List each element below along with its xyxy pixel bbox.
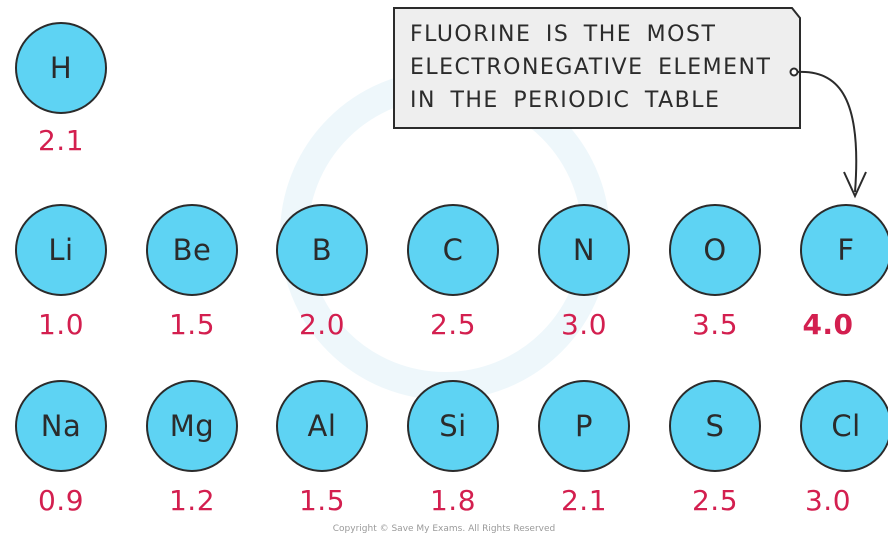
element-circle-cl: Cl xyxy=(800,380,888,472)
element-circle-mg: Mg xyxy=(146,380,238,472)
element-symbol-be: Be xyxy=(172,233,212,267)
en-value-c: 2.5 xyxy=(429,308,477,341)
element-circle-h: H xyxy=(15,22,107,114)
en-value-si: 1.8 xyxy=(429,484,477,517)
en-value-f: 4.0 xyxy=(802,308,854,341)
element-circle-n: N xyxy=(538,204,630,296)
element-symbol-si: Si xyxy=(439,409,467,443)
element-circle-o: O xyxy=(669,204,761,296)
element-symbol-n: N xyxy=(572,233,596,267)
callout-line-1: FLUORINE IS THE MOST xyxy=(410,22,717,47)
en-value-mg: 1.2 xyxy=(168,484,216,517)
element-symbol-li: Li xyxy=(48,233,74,267)
callout-line-2: ELECTRONEGATIVE ELEMENT xyxy=(410,55,772,80)
element-symbol-s: S xyxy=(705,409,725,443)
en-value-na: 0.9 xyxy=(37,484,85,517)
element-circle-be: Be xyxy=(146,204,238,296)
element-symbol-p: P xyxy=(575,409,593,443)
element-circle-c: C xyxy=(407,204,499,296)
en-value-o: 3.5 xyxy=(691,308,739,341)
element-circle-p: P xyxy=(538,380,630,472)
element-symbol-f: F xyxy=(837,233,855,267)
en-value-h: 2.1 xyxy=(37,124,85,157)
en-value-n: 3.0 xyxy=(560,308,608,341)
element-symbol-mg: Mg xyxy=(169,409,215,443)
element-symbol-na: Na xyxy=(40,409,82,443)
element-circle-al: Al xyxy=(276,380,368,472)
element-circle-li: Li xyxy=(15,204,107,296)
en-value-cl: 3.0 xyxy=(804,484,852,517)
en-value-al: 1.5 xyxy=(298,484,346,517)
element-symbol-cl: Cl xyxy=(831,409,861,443)
element-circle-s: S xyxy=(669,380,761,472)
element-symbol-b: B xyxy=(311,233,333,267)
element-circle-f: F xyxy=(800,204,888,296)
copyright-text: Copyright © Save My Exams. All Rights Re… xyxy=(332,524,556,534)
element-symbol-al: Al xyxy=(307,409,337,443)
en-value-be: 1.5 xyxy=(168,308,216,341)
element-symbol-o: O xyxy=(703,233,727,267)
element-circle-na: Na xyxy=(15,380,107,472)
fluorine-callout: FLUORINE IS THE MOST ELECTRONEGATIVE ELE… xyxy=(392,6,802,130)
en-value-s: 2.5 xyxy=(691,484,739,517)
callout-text: FLUORINE IS THE MOST ELECTRONEGATIVE ELE… xyxy=(410,18,790,117)
en-value-p: 2.1 xyxy=(560,484,608,517)
en-value-b: 2.0 xyxy=(298,308,346,341)
en-value-li: 1.0 xyxy=(37,308,85,341)
element-symbol-h: H xyxy=(49,51,73,85)
callout-line-3: IN THE PERIODIC TABLE xyxy=(410,88,721,113)
element-symbol-c: C xyxy=(442,233,464,267)
element-circle-si: Si xyxy=(407,380,499,472)
element-circle-b: B xyxy=(276,204,368,296)
